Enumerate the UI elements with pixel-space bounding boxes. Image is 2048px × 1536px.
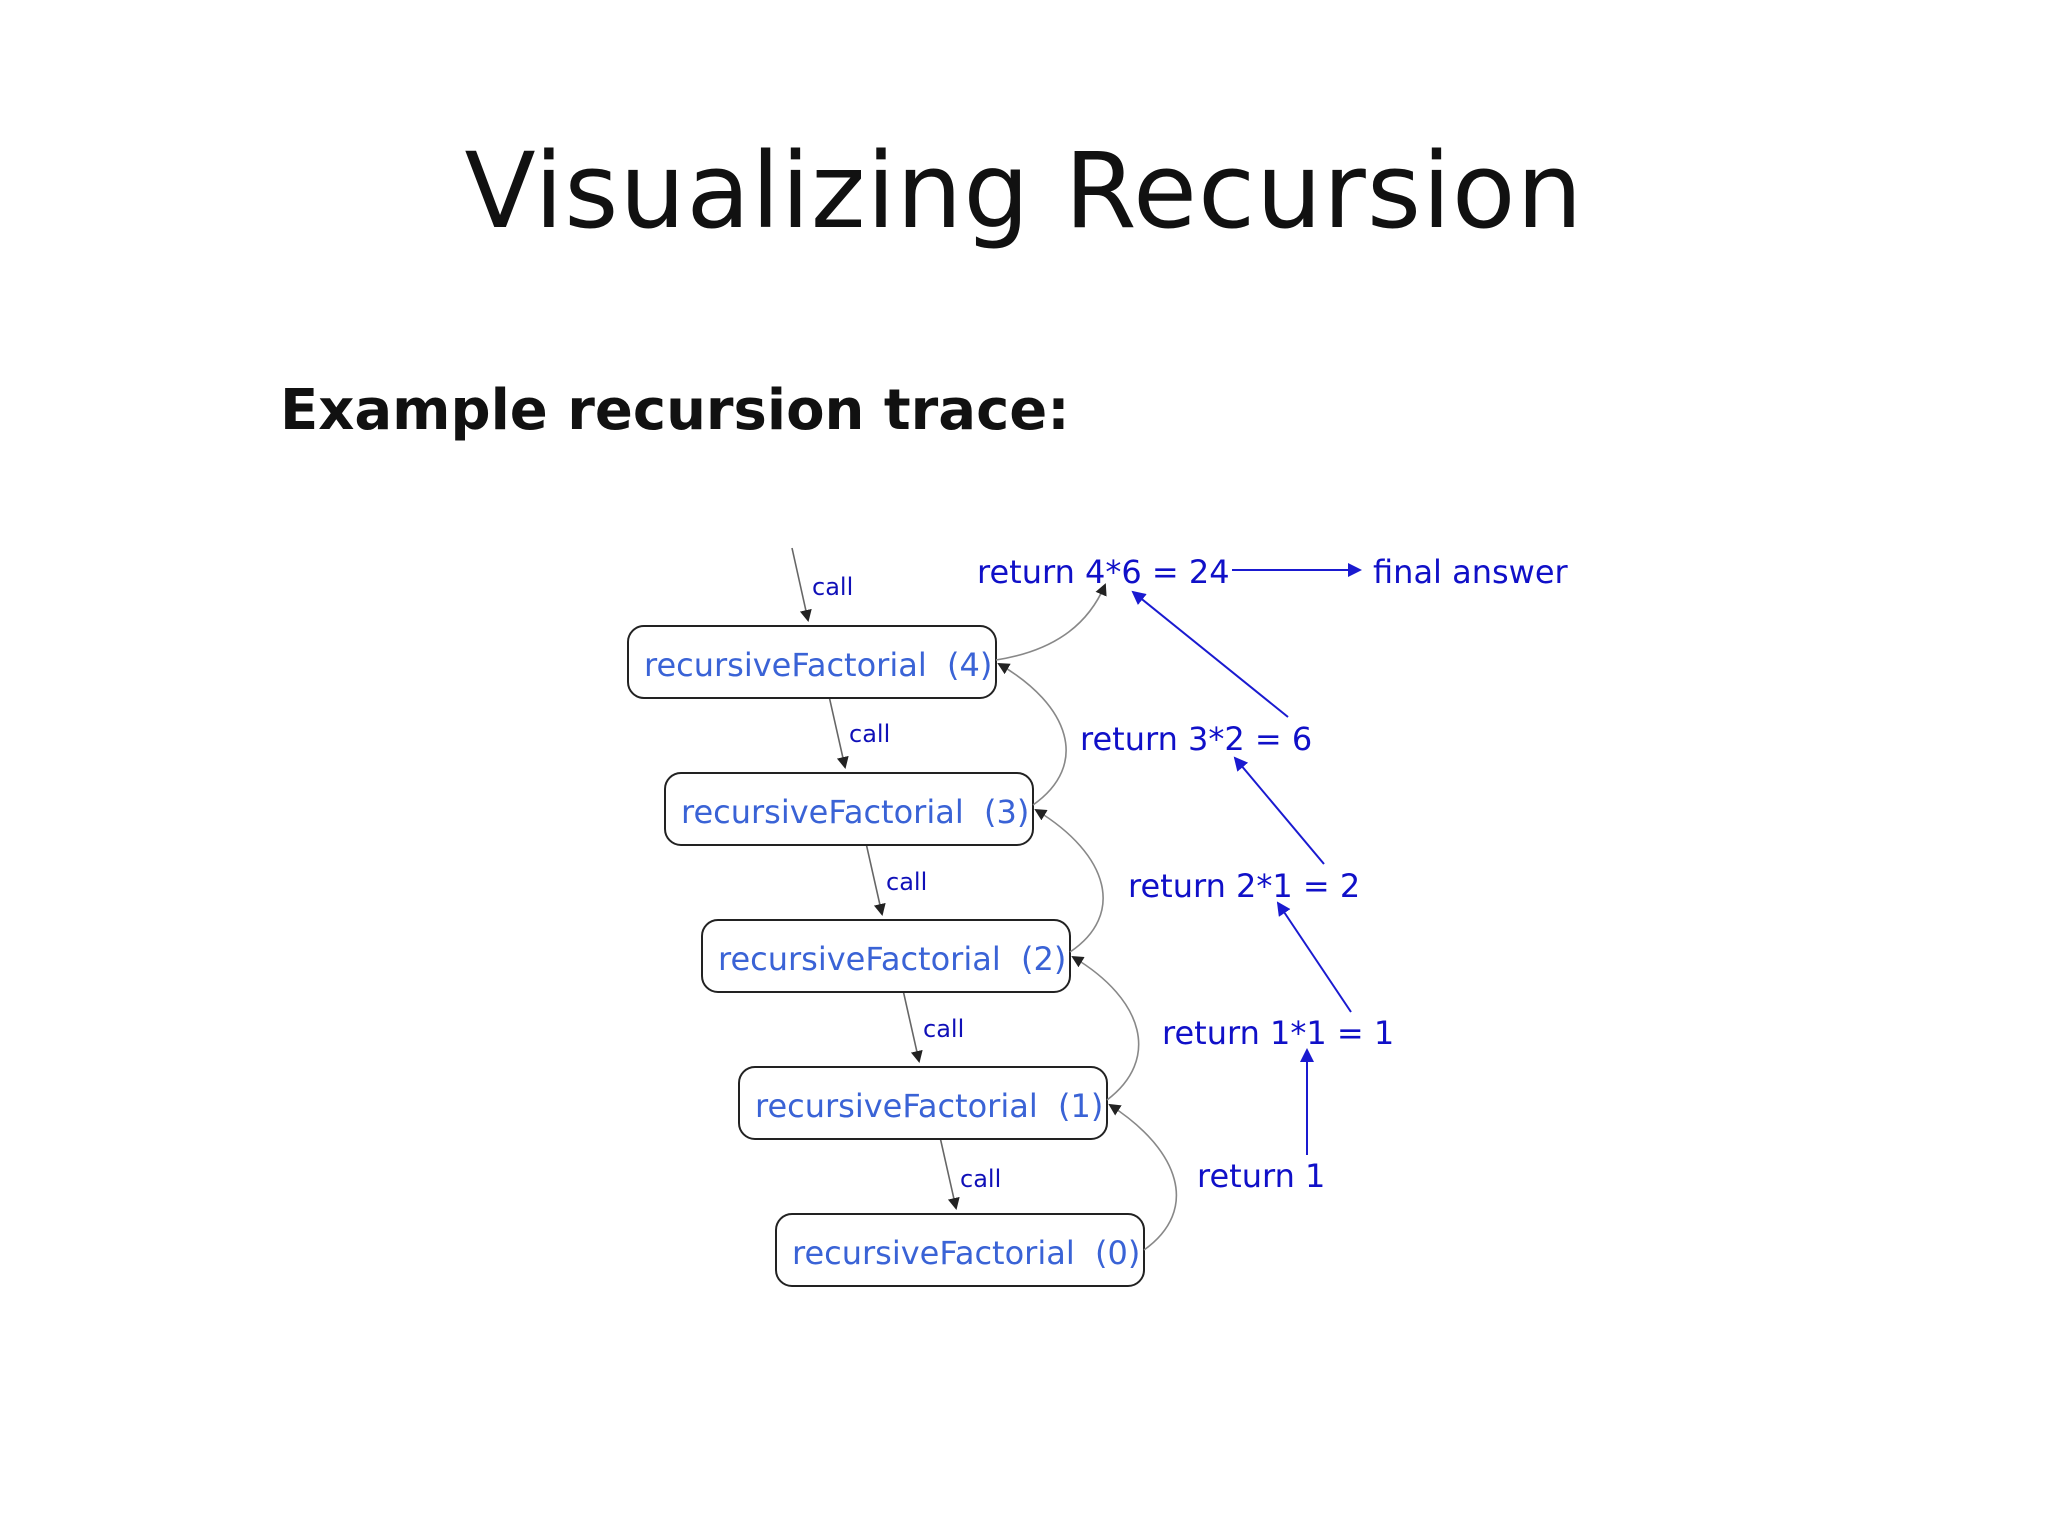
call-label: call (923, 1015, 964, 1043)
return-curves (995, 583, 1178, 1251)
return-label-1: return 1 (1197, 1157, 1325, 1195)
call-arrows (791, 547, 960, 1210)
return-arrow-3 (1233, 756, 1325, 865)
return-curve-1 (1071, 955, 1140, 1101)
final-answer-label: final answer (1373, 553, 1569, 591)
call-box-0: recursiveFactorial (0) (775, 1213, 1145, 1287)
call-arrow-3 (902, 989, 923, 1063)
call-box-1: recursiveFactorial (1) (738, 1066, 1108, 1140)
call-box-label: recursiveFactorial (1) (755, 1087, 1103, 1125)
call-label: call (886, 868, 927, 896)
call-arrow-0 (791, 547, 812, 622)
return-label-2: return 2*1 = 2 (1128, 867, 1360, 905)
return-arrows (1131, 563, 1362, 1155)
return-curve-2 (1034, 808, 1104, 953)
call-label: call (849, 720, 890, 748)
call-box-3: recursiveFactorial (3) (664, 772, 1034, 846)
return-label-6: return 3*2 = 6 (1080, 720, 1312, 758)
slide-title: Visualizing Recursion (464, 130, 1584, 252)
return-curve-3 (997, 662, 1067, 806)
return-curve-4 (995, 583, 1107, 661)
call-box-4: recursiveFactorial (4) (627, 625, 997, 699)
return-curve-0 (1108, 1103, 1178, 1251)
return-label-1a: return 1*1 = 1 (1162, 1014, 1394, 1052)
return-labels: return 4*6 = 24 return 3*2 = 6 return 2*… (977, 553, 1569, 1195)
return-label-24: return 4*6 = 24 (977, 553, 1230, 591)
call-box-label: recursiveFactorial (3) (681, 793, 1029, 831)
call-labels: call call call call call (812, 573, 1001, 1193)
slide-subtitle: Example recursion trace: (280, 378, 1070, 443)
call-label: call (812, 573, 853, 601)
return-arrow-2 (1276, 901, 1352, 1013)
call-arrow-1 (828, 695, 849, 769)
call-arrow-4 (939, 1136, 960, 1210)
call-box-label: recursiveFactorial (4) (644, 646, 992, 684)
call-arrow-2 (865, 842, 886, 916)
call-box-label: recursiveFactorial (0) (792, 1234, 1140, 1272)
call-box-label: recursiveFactorial (2) (718, 940, 1066, 978)
call-box-2: recursiveFactorial (2) (701, 919, 1071, 993)
call-label: call (960, 1165, 1001, 1193)
return-arrow-4 (1131, 590, 1289, 718)
